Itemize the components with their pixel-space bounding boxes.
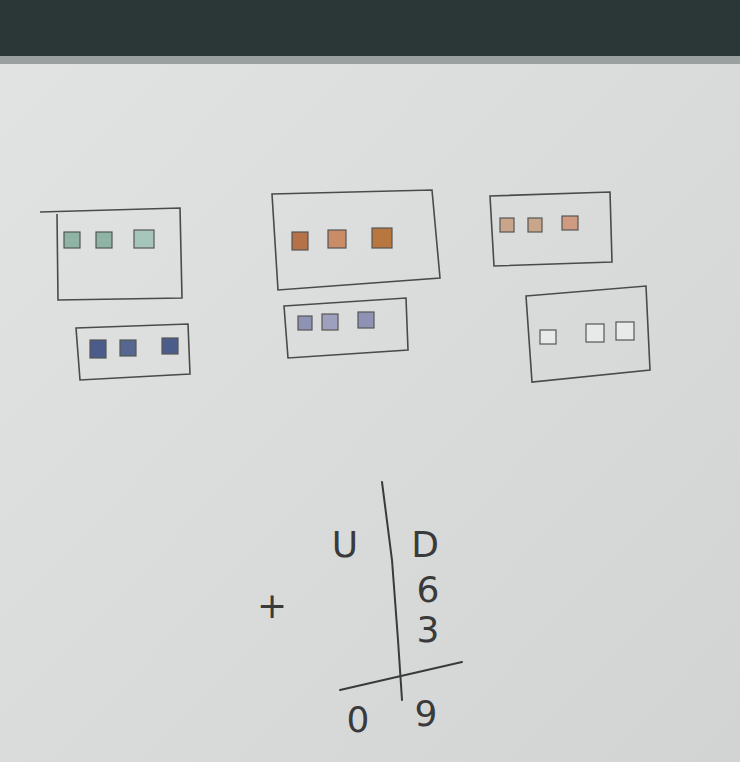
- column-lines: [340, 482, 462, 700]
- sum-digit: 9: [415, 696, 438, 732]
- table-edge: [0, 0, 740, 62]
- sum-digit: 0: [347, 702, 370, 738]
- counting-squares: [64, 216, 634, 358]
- group-boxes: [40, 190, 650, 382]
- paper-edge: [0, 56, 740, 64]
- group-box: [40, 208, 182, 300]
- column-header: D: [411, 527, 439, 563]
- column-divider: [382, 482, 402, 700]
- group-box: [76, 324, 190, 380]
- plus-sign: +: [257, 588, 287, 624]
- column-header: U: [332, 527, 358, 563]
- group-box: [272, 190, 440, 290]
- sum-line: [340, 662, 462, 690]
- group-box: [526, 286, 650, 382]
- group-box: [284, 298, 408, 358]
- addend: 6: [417, 572, 440, 608]
- addend: 3: [417, 612, 440, 648]
- group-box: [490, 192, 612, 266]
